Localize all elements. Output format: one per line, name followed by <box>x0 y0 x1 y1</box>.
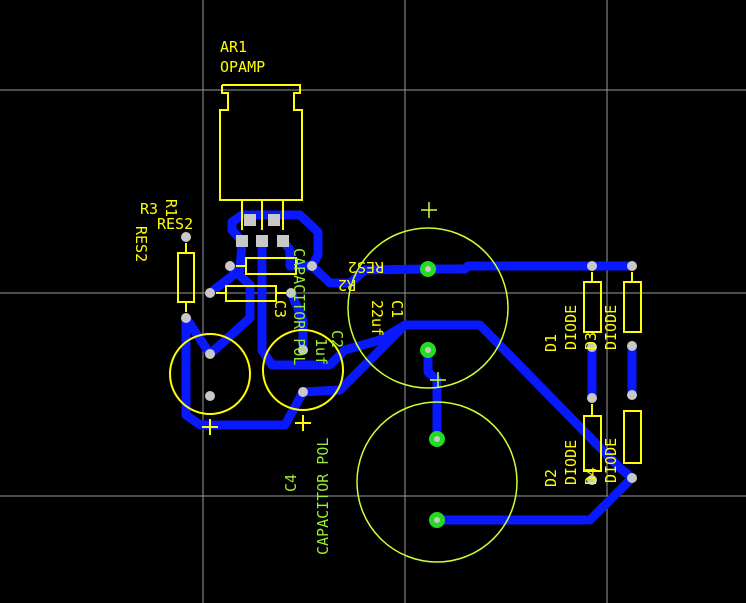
c2-value: 1uf <box>312 338 330 365</box>
c4-comment: CAPACITOR POL <box>314 438 332 555</box>
r2-comment: RES2 <box>348 258 384 276</box>
d4-designator: D4 <box>582 467 600 485</box>
r1-designator: R1 <box>162 199 180 217</box>
ar1-designator: AR1 <box>220 38 247 56</box>
r1-comment: RES2 <box>157 215 193 233</box>
c1-value: 22uf <box>368 300 386 336</box>
ar1-pad[interactable] <box>277 235 289 247</box>
c3-designator: C3 <box>271 300 289 318</box>
capacitor-c3[interactable]: C3 <box>205 285 296 318</box>
r3-designator: R3 <box>140 200 158 218</box>
resistor-r3-r1[interactable]: R3 RES2 R1 RES2 <box>132 199 195 323</box>
r3-comment: RES2 <box>132 226 150 262</box>
capacitor-c4[interactable]: C4 CAPACITOR POL <box>282 372 518 563</box>
d1-designator: D1 <box>542 334 560 352</box>
d2-designator: D2 <box>542 469 560 487</box>
c4-designator: C4 <box>282 474 300 492</box>
diodes[interactable]: D1 DIODE D3 DIODE D2 DIODE D4 DIODE <box>542 261 642 487</box>
ar1-comment: OPAMP <box>220 58 265 76</box>
r2-designator: R2 <box>338 276 356 294</box>
c2-designator: C2 <box>328 330 346 348</box>
capacitor-c1[interactable]: C1 22uf <box>347 202 509 389</box>
c1-designator: C1 <box>388 300 406 318</box>
d4-comment: DIODE <box>602 438 620 483</box>
ar1-pad[interactable] <box>236 235 248 247</box>
ar1-outline <box>219 84 303 201</box>
d1-comment: DIODE <box>562 305 580 350</box>
d3-comment: DIODE <box>602 305 620 350</box>
ar1-pad[interactable] <box>256 235 268 247</box>
capacitor-c2[interactable]: CAPACITOR POL C2 1uf <box>262 248 346 431</box>
ar1-pad[interactable] <box>268 214 280 226</box>
c2-comment: CAPACITOR POL <box>290 248 308 365</box>
capacitor-left[interactable] <box>169 333 251 435</box>
ar1-pad[interactable] <box>244 214 256 226</box>
opamp-ar1[interactable]: AR1 OPAMP <box>219 38 303 247</box>
d2-comment: DIODE <box>562 440 580 485</box>
d3-designator: D3 <box>582 332 600 350</box>
